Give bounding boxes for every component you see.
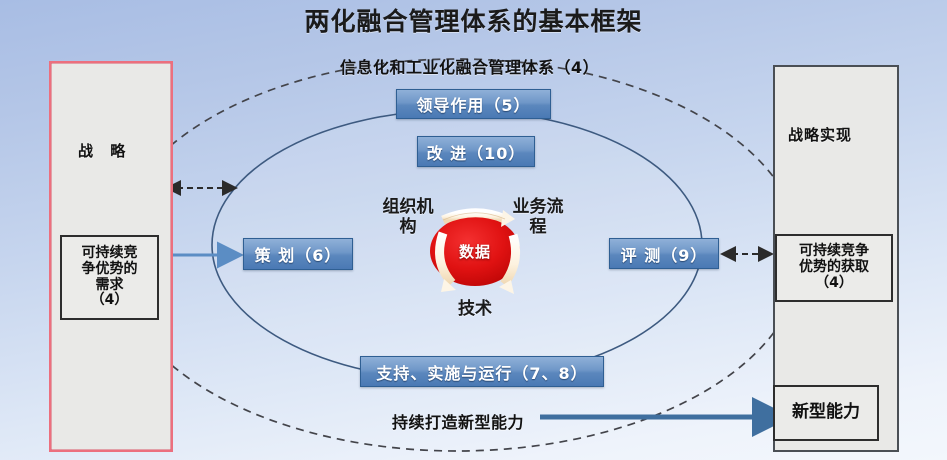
box-new-capability: 新型能力 — [773, 385, 879, 441]
box-sustainable-advantage-gain: 可持续竞争 优势的获取 （4） — [775, 234, 893, 302]
label-continuous-capability-building: 持续打造新型能力 — [392, 413, 525, 432]
core-label-technology: 技术 — [458, 299, 492, 319]
process-box-support-implementation-operation[interactable]: 支持、实施与运行（7、8） — [360, 356, 604, 387]
process-box-improvement[interactable]: 改 进（10） — [417, 136, 535, 167]
label-management-system: 信息化和工业化融合管理体系（4） — [340, 58, 600, 77]
page-title: 两化融合管理体系的基本框架 — [304, 7, 643, 36]
core-arrow-top — [446, 211, 511, 223]
right-panel-heading: 战略实现 — [788, 126, 853, 144]
left-panel-heading: 战 略 — [78, 142, 132, 160]
core-label-business-process: 业务流 程 — [512, 197, 564, 237]
process-box-planning[interactable]: 策 划（6） — [243, 238, 353, 270]
process-box-leadership[interactable]: 领导作用（5） — [396, 89, 551, 119]
core-label-data: 数据 — [458, 243, 491, 261]
box-sustainable-advantage-need: 可持续竞 争优势的 需求 （4） — [60, 235, 159, 320]
process-box-measurement[interactable]: 评 测（9） — [609, 238, 719, 269]
core-label-organization: 组织机 构 — [382, 197, 434, 237]
core-arrow-top-shape — [441, 208, 515, 227]
